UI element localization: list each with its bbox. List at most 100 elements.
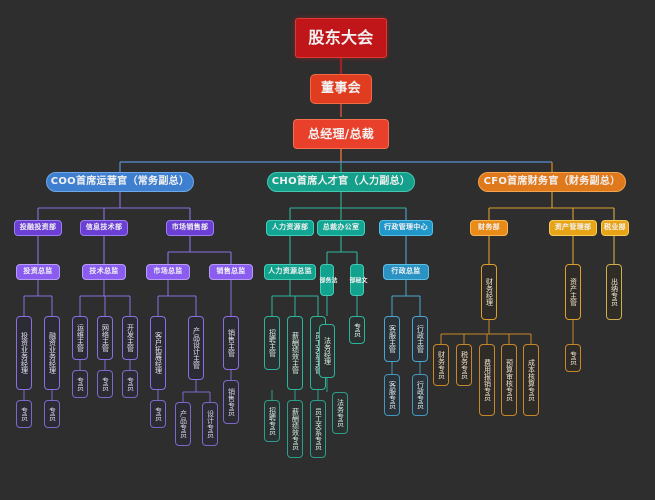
node-operations-supervisor[interactable]: 运维主管	[72, 316, 88, 360]
node-label: 法务专员	[336, 399, 345, 427]
node-coo[interactable]: COO首席运营官（常务副总）	[46, 172, 194, 192]
node-customer-service-supervisor[interactable]: 客服主管	[384, 316, 400, 362]
node-staff-sales[interactable]: 销售专员	[223, 380, 239, 424]
node-label: 薪酬绩效专员	[291, 408, 300, 450]
node-secretary-dept[interactable]: 文 秘 部	[348, 264, 367, 296]
node-shareholders-meeting[interactable]: 股东大会	[295, 18, 387, 58]
node-label: 融资业务经理	[48, 332, 57, 374]
node-finance-manager[interactable]: 财务经理	[481, 264, 497, 320]
node-label: 市场销售部	[171, 223, 209, 232]
node-cfo[interactable]: CFO首席财务官（财务副总）	[478, 172, 626, 192]
node-label: 运维主管	[76, 324, 85, 352]
node-label: 员工关系专员	[314, 408, 323, 450]
node-label: 税业部	[604, 223, 626, 232]
node-label: 开发主管	[126, 324, 135, 352]
node-board-of-directors[interactable]: 董事会	[310, 74, 372, 104]
node-label: 投融投资部	[19, 223, 57, 232]
node-label: 法务经理	[323, 337, 332, 365]
node-development-supervisor[interactable]: 开发主管	[122, 316, 138, 360]
node-staff-development[interactable]: 专员	[122, 370, 138, 398]
node-label: 行政专员	[416, 381, 425, 409]
node-staff-expense-reimbursement[interactable]: 费用报销专员	[479, 344, 495, 416]
node-label: 资产管理部	[554, 223, 592, 232]
node-cho[interactable]: CHO首席人才官（人力副总）	[267, 172, 415, 192]
node-legal-dept[interactable]: 法 务 部	[318, 264, 337, 296]
node-staff-budget-review[interactable]: 预算审核专员	[501, 344, 517, 416]
node-recruitment-supervisor[interactable]: 招聘主管	[264, 316, 280, 370]
node-label: 招聘专员	[268, 407, 277, 435]
node-staff-design[interactable]: 设计专员	[202, 402, 218, 446]
node-marketing-sales-dept[interactable]: 市场销售部	[166, 220, 214, 236]
node-investment-business-manager[interactable]: 投资业务经理	[16, 316, 32, 390]
node-staff-finance[interactable]: 财务专员	[433, 344, 449, 386]
node-finance-dept[interactable]: 财务部	[470, 220, 508, 236]
node-label: 客服专员	[388, 381, 397, 409]
node-label: 股东大会	[308, 27, 374, 47]
node-label: 人力资源总监	[268, 267, 312, 276]
node-asset-supervisor[interactable]: 资产主管	[565, 264, 581, 320]
node-label: 文 秘 部	[348, 277, 367, 283]
node-staff-investment[interactable]: 专员	[16, 400, 32, 428]
node-cashier-staff[interactable]: 出纳专员	[606, 264, 622, 320]
node-network-supervisor[interactable]: 网络主管	[97, 316, 113, 360]
node-staff-financing[interactable]: 专员	[44, 400, 60, 428]
node-admin-supervisor[interactable]: 行政主管	[412, 316, 428, 362]
node-label: 出纳专员	[610, 278, 619, 306]
node-staff-operations[interactable]: 专员	[72, 370, 88, 398]
node-sales-director[interactable]: 销售总监	[209, 264, 253, 280]
node-investment-dept[interactable]: 投融投资部	[14, 220, 62, 236]
node-hr-dept[interactable]: 人力资源部	[266, 220, 314, 236]
node-label: 专员	[353, 323, 362, 337]
node-label: 销售主管	[227, 329, 236, 357]
node-label: 销售专员	[227, 388, 236, 416]
node-label: 财务经理	[485, 278, 494, 306]
node-label: 总经理/总裁	[307, 126, 375, 141]
node-staff-admin[interactable]: 行政专员	[412, 374, 428, 416]
node-secretary-staff[interactable]: 专员	[349, 316, 365, 344]
node-staff-tax[interactable]: 税务专员	[456, 344, 472, 386]
node-staff-customer-service[interactable]: 客服专员	[384, 374, 400, 416]
node-staff-employee-relations[interactable]: 员工关系专员	[310, 400, 326, 458]
node-label: 董事会	[321, 81, 361, 97]
node-product-design-supervisor[interactable]: 产品设计主管	[188, 316, 204, 380]
node-asset-management-dept[interactable]: 资产管理部	[549, 220, 597, 236]
node-label: CFO首席财务官（财务副总）	[483, 175, 621, 187]
node-staff-legal[interactable]: 法务专员	[332, 392, 348, 434]
node-label: 专员	[48, 407, 57, 421]
node-staff-cost-accounting[interactable]: 成本核算专员	[523, 344, 539, 416]
node-general-manager[interactable]: 总经理/总裁	[293, 119, 389, 149]
node-label: 费用报销专员	[483, 359, 492, 401]
node-label: 销售总监	[216, 267, 246, 276]
node-label: 投资业务经理	[20, 332, 29, 374]
node-marketing-director[interactable]: 市场总监	[146, 264, 190, 280]
node-hr-director[interactable]: 人力资源总监	[264, 264, 316, 280]
node-staff-customer[interactable]: 专员	[150, 400, 166, 428]
node-label: COO首席运营官（常务副总）	[50, 175, 190, 187]
node-customer-expansion-manager[interactable]: 客户拓展经理	[150, 316, 166, 390]
node-label: 人力资源部	[271, 223, 309, 232]
node-admin-director[interactable]: 行政总监	[383, 264, 429, 280]
node-label: 成本核算专员	[527, 359, 536, 401]
node-staff-network[interactable]: 专员	[97, 370, 113, 398]
node-legal-manager[interactable]: 法务经理	[319, 324, 335, 378]
node-it-dept[interactable]: 信息技术部	[80, 220, 128, 236]
node-admin-center[interactable]: 行政管理中心	[379, 220, 433, 236]
node-label: 法 务 部	[318, 277, 337, 283]
node-tax-dept[interactable]: 税业部	[601, 220, 629, 236]
node-label: 网络主管	[101, 324, 110, 352]
node-financing-business-manager[interactable]: 融资业务经理	[44, 316, 60, 390]
node-staff-asset[interactable]: 专员	[565, 344, 581, 372]
node-technology-director[interactable]: 技术总监	[82, 264, 126, 280]
node-sales-supervisor[interactable]: 销售主管	[223, 316, 239, 370]
node-label: 投资总监	[23, 267, 53, 276]
node-label: 预算审核专员	[505, 359, 514, 401]
node-label: 产品设计主管	[192, 327, 201, 369]
node-staff-compensation[interactable]: 薪酬绩效专员	[287, 400, 303, 458]
node-president-office[interactable]: 总裁办公室	[317, 220, 365, 236]
node-investment-director[interactable]: 投资总监	[16, 264, 60, 280]
node-staff-product[interactable]: 产品专员	[175, 402, 191, 446]
node-staff-recruitment[interactable]: 招聘专员	[264, 400, 280, 442]
node-label: 财务部	[478, 223, 500, 232]
node-compensation-supervisor[interactable]: 薪酬绩效主管	[287, 316, 303, 390]
